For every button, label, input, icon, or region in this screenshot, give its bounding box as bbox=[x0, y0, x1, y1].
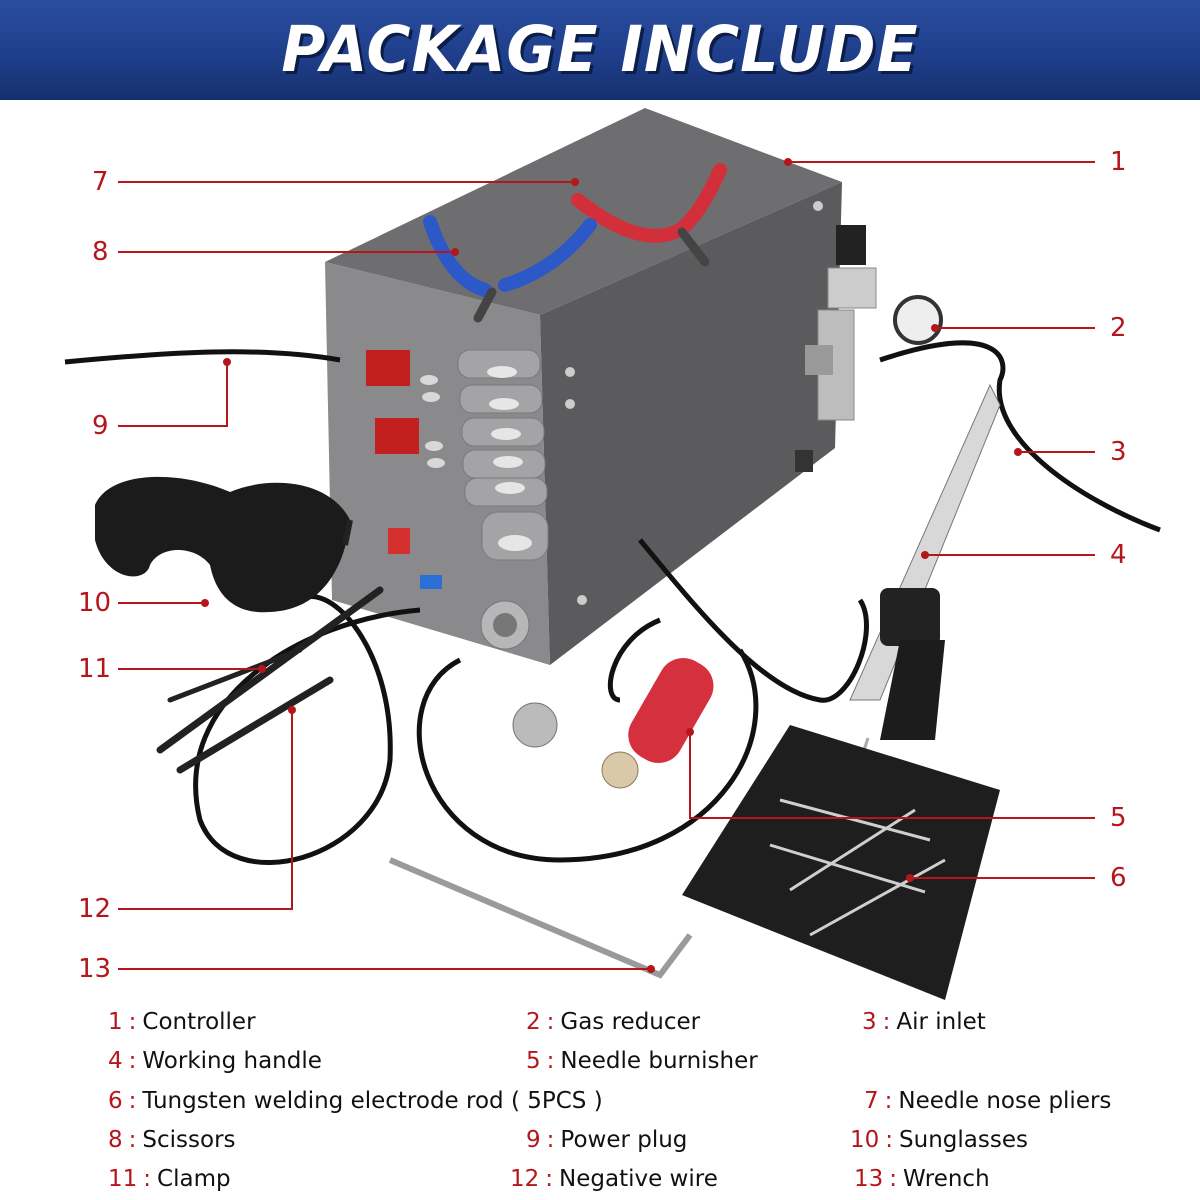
legend-item: 4:Working handle bbox=[108, 1048, 322, 1074]
gas-reducer bbox=[805, 225, 943, 421]
legend-item: 13:Wrench bbox=[854, 1166, 990, 1192]
display-top bbox=[366, 350, 410, 386]
needle-burnisher bbox=[512, 658, 714, 789]
product-illustration bbox=[64, 108, 1161, 1000]
parts-legend: 1:Controller 2:Gas reducer 3:Air inlet 4… bbox=[0, 1000, 1200, 1200]
legend-item: 8:Scissors bbox=[108, 1127, 236, 1153]
display-bottom bbox=[375, 418, 419, 454]
legend-item: 7:Needle nose pliers bbox=[864, 1088, 1112, 1114]
callout-3: 3 bbox=[1110, 437, 1127, 467]
sunglasses bbox=[95, 476, 353, 613]
legend-item: 2:Gas reducer bbox=[526, 1009, 701, 1035]
callout-7: 7 bbox=[92, 167, 109, 197]
legend-item: 6:Tungsten welding electrode rod ( 5PCS … bbox=[108, 1088, 603, 1114]
callout-11: 11 bbox=[78, 654, 112, 684]
callout-2: 2 bbox=[1110, 313, 1127, 343]
legend-item: 5:Needle burnisher bbox=[526, 1048, 758, 1074]
callout-10: 10 bbox=[78, 588, 112, 618]
product-scene: 1 2 3 4 5 6 7 8 9 10 11 12 13 bbox=[0, 100, 1200, 1000]
legend-item: 3:Air inlet bbox=[862, 1009, 986, 1035]
header-banner: PACKAGE INCLUDE bbox=[0, 0, 1200, 100]
clamp-tweezers bbox=[156, 586, 384, 774]
callout-8: 8 bbox=[92, 237, 109, 267]
callout-4: 4 bbox=[1110, 540, 1127, 570]
callout-9: 9 bbox=[92, 411, 109, 441]
legend-item: 1:Controller bbox=[108, 1009, 256, 1035]
page-title: PACKAGE INCLUDE bbox=[281, 13, 919, 87]
callout-12: 12 bbox=[78, 894, 112, 924]
callout-5: 5 bbox=[1110, 803, 1127, 833]
red-pliers bbox=[571, 163, 727, 267]
callout-dots bbox=[201, 158, 1022, 973]
callout-1: 1 bbox=[1110, 147, 1127, 177]
legend-item: 11:Clamp bbox=[108, 1166, 231, 1192]
legend-item: 12:Negative wire bbox=[510, 1166, 718, 1192]
handle-base bbox=[682, 725, 1000, 1000]
callout-6: 6 bbox=[1110, 863, 1127, 893]
controller-unit bbox=[325, 108, 842, 665]
wrench bbox=[388, 857, 693, 979]
legend-item: 10:Sunglasses bbox=[850, 1127, 1028, 1153]
power-switch bbox=[388, 528, 410, 554]
callout-13: 13 bbox=[78, 954, 112, 984]
legend-item: 9:Power plug bbox=[526, 1127, 688, 1153]
working-handle bbox=[846, 383, 1001, 801]
callout-lines bbox=[118, 161, 1095, 970]
blue-pliers bbox=[423, 215, 597, 323]
